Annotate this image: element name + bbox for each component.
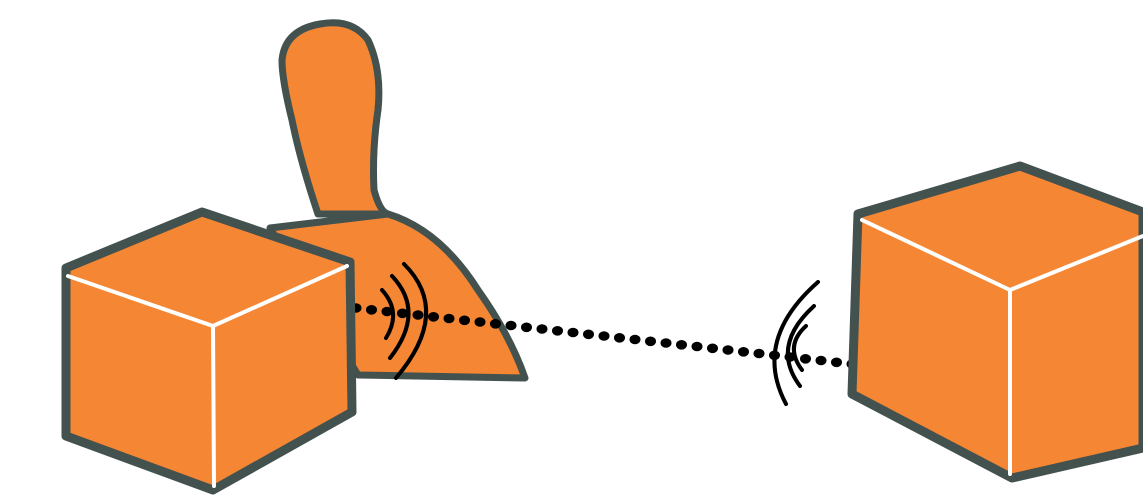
- link-dot: [723, 345, 734, 355]
- link-dot: [506, 321, 517, 331]
- link-dot: [537, 324, 548, 334]
- link-dot: [692, 342, 703, 352]
- link-dot: [738, 347, 749, 357]
- link-dot: [599, 331, 610, 341]
- link-dot: [661, 338, 672, 348]
- link-dot: [490, 319, 501, 329]
- signal-arc-2: [788, 306, 814, 386]
- link-dot: [645, 337, 656, 347]
- link-dot: [475, 317, 486, 327]
- link-dot: [521, 323, 532, 333]
- cube-device-icon-left: [66, 212, 352, 490]
- link-dot: [754, 349, 765, 359]
- link-dot: [630, 335, 641, 345]
- link-dot: [831, 358, 842, 368]
- link-dot: [552, 326, 563, 336]
- wireless-signal-icon-right: [774, 282, 818, 404]
- link-dot: [816, 356, 827, 366]
- link-dot: [707, 344, 718, 354]
- link-dot: [459, 316, 470, 326]
- link-dot: [568, 328, 579, 338]
- link-dot: [614, 333, 625, 343]
- link-dot: [444, 314, 455, 324]
- link-dot: [428, 312, 439, 322]
- link-dot: [366, 305, 377, 315]
- link-dot: [413, 310, 424, 320]
- cube-right-body: [852, 166, 1143, 478]
- cube-left-body: [66, 212, 352, 490]
- link-dot: [583, 330, 594, 340]
- link-dot: [676, 340, 687, 350]
- link-dot: [800, 354, 811, 364]
- cube-device-icon-right: [852, 166, 1143, 478]
- person-head-neck: [282, 23, 388, 214]
